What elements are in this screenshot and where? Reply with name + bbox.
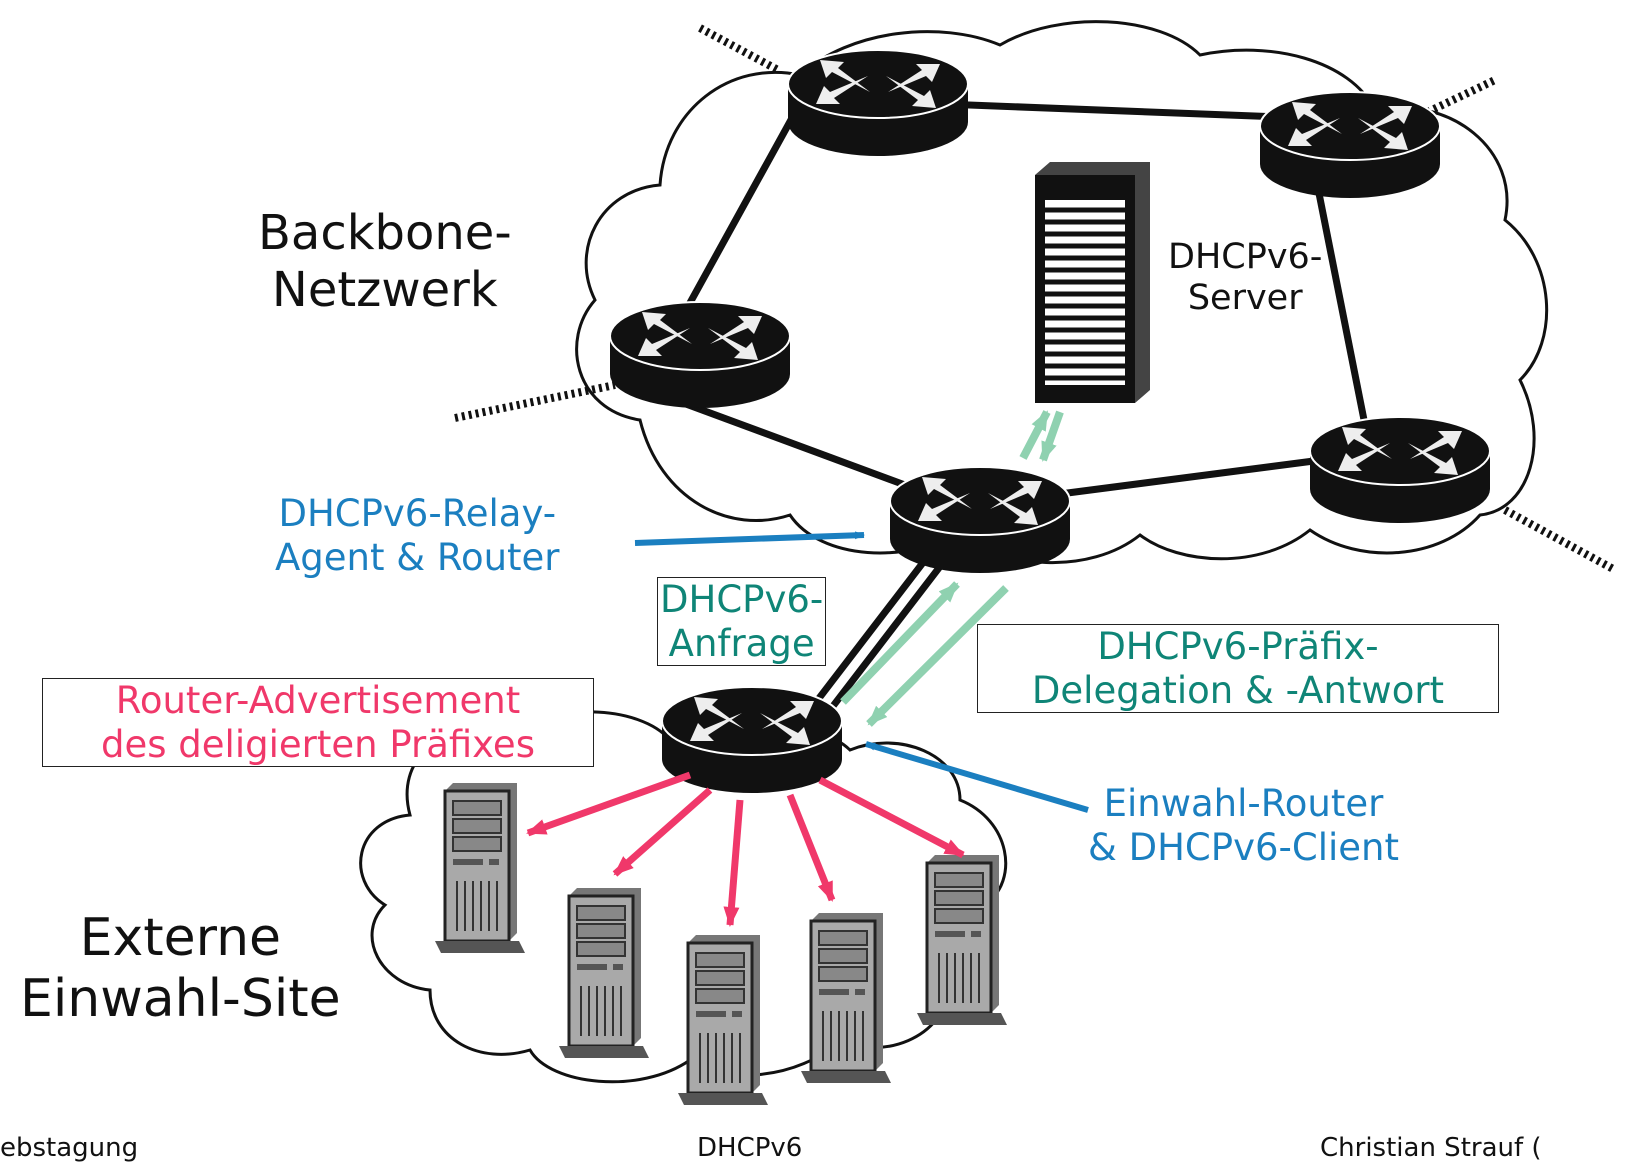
dhcp-server-label-line-1: DHCPv6-	[1168, 237, 1323, 277]
backbone-label-line-1: Backbone-	[258, 205, 512, 261]
dialin-client-label: Einwahl-Router & DHCPv6-Client	[1088, 782, 1399, 869]
router-advertisement-label-line-2: des deligierten Präfixes	[101, 722, 535, 766]
backbone-label: Backbone- Netzwerk	[258, 205, 512, 318]
router-icon	[889, 466, 1071, 574]
request-label: DHCPv6- Anfrage	[657, 577, 827, 667]
router-icon	[609, 301, 791, 409]
tower-pc-icon	[433, 781, 527, 955]
access-link	[807, 557, 948, 713]
pointer-arrows	[634, 531, 1089, 813]
footer-right: Christian Strauf (	[1320, 1133, 1542, 1163]
rack-server-icon	[1035, 162, 1150, 403]
prefix-delegation-label: DHCPv6-Präfix- Delegation & -Antwort	[977, 624, 1499, 714]
router-icon	[1309, 416, 1491, 524]
prefix-delegation-label-line-1: DHCPv6-Präfix-	[1097, 625, 1379, 668]
external-site-label: Externe Einwahl-Site	[20, 908, 341, 1031]
router-advertisement-label: Router-Advertisement des deligierten Prä…	[42, 678, 594, 768]
footer-left: ebstagung	[0, 1133, 139, 1163]
footer-center: DHCPv6	[697, 1133, 803, 1163]
request-label-line-1: DHCPv6-	[660, 578, 824, 621]
router-advertisement-arrows	[526, 771, 965, 927]
dhcp-message-arrows	[840, 410, 1064, 727]
backbone-label-line-2: Netzwerk	[271, 261, 498, 318]
dialin-client-label-line-2: & DHCPv6-Client	[1088, 825, 1399, 869]
tower-pc-icon	[676, 933, 770, 1107]
external-site-label-line-1: Externe	[79, 908, 282, 968]
prefix-delegation-label-line-2: Delegation & -Antwort	[1031, 668, 1445, 712]
relay-agent-label-line-2: Agent & Router	[275, 535, 560, 579]
router-icon	[1259, 91, 1441, 199]
tower-pc-icon	[915, 853, 1009, 1027]
dhcp-server-label-line-2: Server	[1187, 278, 1303, 319]
request-label-line-2: Anfrage	[668, 621, 815, 665]
tower-pc-icon	[557, 886, 651, 1060]
tower-pc-icon	[799, 911, 893, 1085]
dhcp-server-label: DHCPv6- Server	[1168, 237, 1322, 320]
router-icon	[787, 49, 969, 157]
dialin-client-label-line-1: Einwahl-Router	[1103, 782, 1384, 825]
external-site-label-line-2: Einwahl-Site	[20, 969, 341, 1030]
relay-agent-label-line-1: DHCPv6-Relay-	[278, 492, 557, 535]
relay-agent-label: DHCPv6-Relay- Agent & Router	[275, 492, 560, 579]
router-advertisement-label-line-1: Router-Advertisement	[115, 679, 521, 722]
